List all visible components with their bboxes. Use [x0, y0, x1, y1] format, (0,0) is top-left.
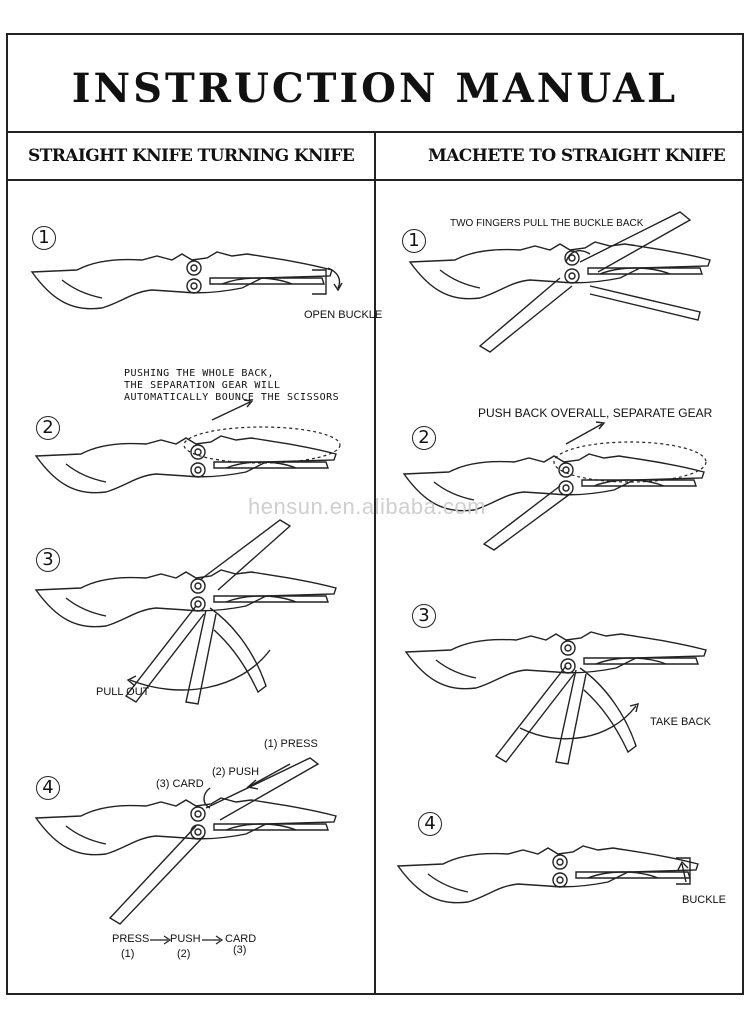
column-divider	[374, 131, 376, 995]
knife-illustration	[31, 251, 333, 310]
circled-number-icon: 3	[36, 548, 60, 572]
sequence-number: (1)	[121, 948, 135, 960]
title-row: INSTRUCTION MANUAL	[8, 35, 742, 133]
circled-number-icon: 1	[32, 226, 56, 250]
step-note: (2) PUSH	[212, 766, 260, 778]
left-column-heading: STRAIGHT KNIFE TURNING KNIFE	[28, 146, 355, 166]
circled-number-icon: 4	[418, 812, 442, 836]
step-note: OPEN BUCKLE	[304, 309, 383, 321]
step-note: TAKE BACK	[650, 716, 711, 728]
step-note: TWO FINGERS PULL THE BUCKLE BACK	[450, 218, 644, 229]
step-note: BUCKLE	[682, 894, 727, 906]
step-note: PUSH BACK OVERALL, SEPARATE GEAR	[478, 406, 713, 420]
circled-number-icon: 2	[412, 426, 436, 450]
step-note: (3) CARD	[156, 778, 204, 790]
step-note: (1) PRESS	[264, 738, 318, 750]
circled-number-icon: 1	[402, 229, 426, 253]
right-column-heading: MACHETE TO STRAIGHT KNIFE	[428, 146, 726, 166]
sequence-item: CARD	[225, 933, 257, 945]
sequence-item: PRESS	[112, 933, 150, 945]
step-note: PULL OUT	[96, 686, 150, 698]
circled-number-icon: 4	[36, 776, 60, 800]
step-note: PUSHING THE WHOLE BACK, THE SEPARATION G…	[124, 368, 340, 403]
sequence-number: (3)	[233, 944, 247, 956]
manual-frame: INSTRUCTION MANUAL	[6, 33, 744, 995]
circled-number-icon: 3	[412, 604, 436, 628]
circled-number-icon: 2	[36, 416, 60, 440]
watermark: hensun.en.alibaba.com	[248, 494, 486, 519]
sequence-item: PUSH	[170, 933, 201, 945]
page-title: INSTRUCTION MANUAL	[71, 65, 679, 112]
sequence-number: (2)	[177, 948, 191, 960]
